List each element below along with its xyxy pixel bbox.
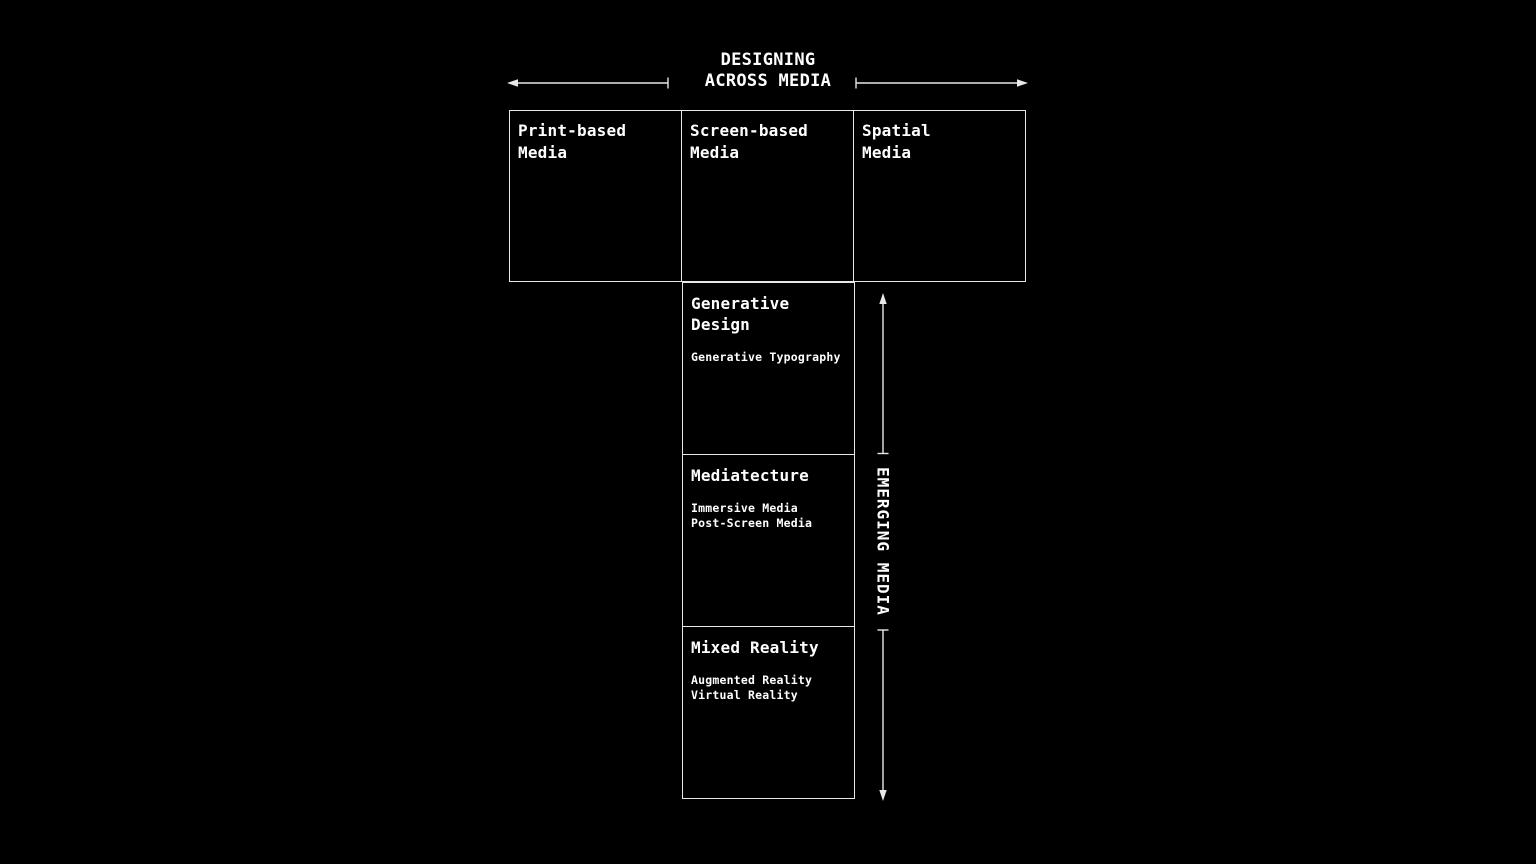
- horizontal-axis-title-line1: DESIGNING: [720, 50, 816, 70]
- emerging-media-stack: Generative Design Generative Typography …: [682, 282, 855, 799]
- horizontal-axis-title-line2: ACROSS MEDIA: [704, 71, 832, 91]
- print-based-media-cell: Print-based Media: [510, 111, 681, 281]
- mixed-reality-item: Augmented Reality: [691, 673, 813, 687]
- horizontal-axis-title: DESIGNING ACROSS MEDIA: [652, 50, 884, 92]
- mediatecture-item: Immersive Media: [691, 501, 798, 515]
- media-row: Print-based Media Screen-based Media Spa…: [509, 110, 1026, 282]
- horizontal-axis-arrow-left: [507, 77, 669, 89]
- generative-design-item: Generative Typography: [691, 350, 841, 364]
- mixed-reality-item: Virtual Reality: [691, 687, 798, 702]
- vertical-axis-arrow-lower: [877, 629, 889, 801]
- screen-based-media-cell: Screen-based Media: [681, 111, 853, 281]
- spatial-media-cell: Spatial Media: [853, 111, 1025, 281]
- generative-design-title: Generative Design: [691, 294, 790, 334]
- mixed-reality-box: Mixed Reality Augmented Reality Virtual …: [682, 626, 855, 799]
- print-based-media-label: Print-based Media: [518, 121, 627, 162]
- mediatecture-box: Mediatecture Immersive Media Post-Screen…: [682, 454, 855, 627]
- mediatecture-title: Mediatecture: [691, 466, 809, 485]
- generative-design-box: Generative Design Generative Typography: [682, 282, 855, 455]
- screen-based-media-label: Screen-based Media: [690, 121, 808, 162]
- spatial-media-label: Spatial Media: [862, 121, 931, 162]
- vertical-axis-label: EMERGING MEDIA: [873, 466, 893, 616]
- vertical-axis-arrow-upper: [877, 293, 889, 455]
- mediatecture-item: Post-Screen Media: [691, 515, 813, 530]
- mixed-reality-title: Mixed Reality: [691, 638, 819, 657]
